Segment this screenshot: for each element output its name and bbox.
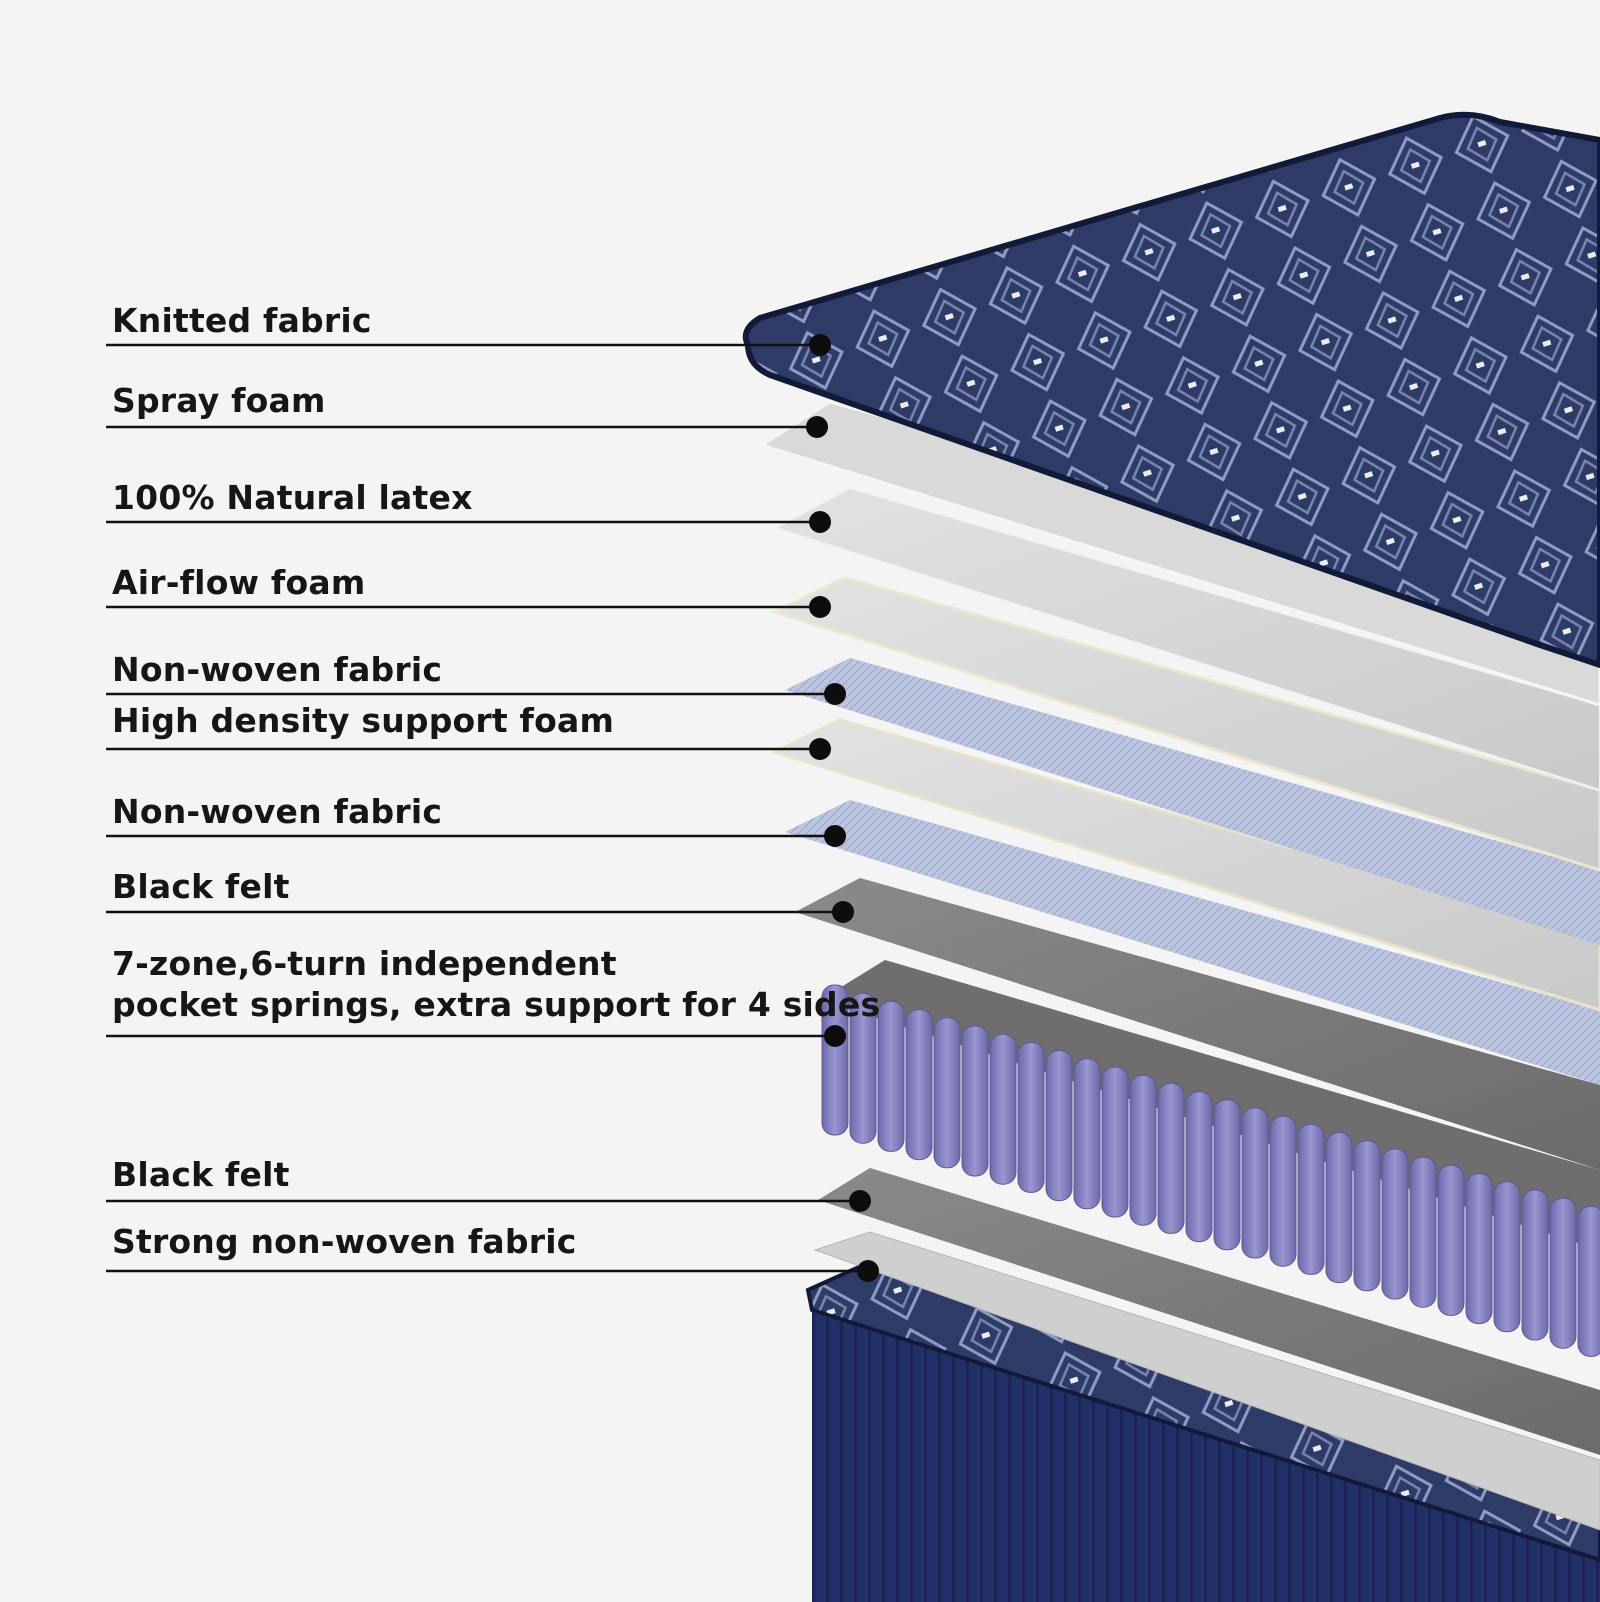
label-strong-non-woven: Strong non-woven fabric (112, 1222, 577, 1261)
label-non-woven-fabric-2: Non-woven fabric (112, 792, 443, 831)
spring-coil (1325, 1132, 1353, 1284)
black-felt-top-layer (795, 878, 1600, 1170)
spring-coil (1185, 1091, 1213, 1243)
non-woven-fabric-layer-1 (785, 658, 1600, 945)
leader-dot-strong-non-woven (857, 1260, 879, 1282)
black-felt-bottom-layer (818, 1168, 1600, 1455)
spray-foam-layer (758, 400, 1600, 707)
spring-coil (1437, 1164, 1465, 1316)
leader-dot-air-flow-foam (809, 596, 831, 618)
spring-coil (1521, 1189, 1549, 1341)
strong-non-woven-layer (813, 1231, 1600, 1531)
knitted-fabric-layer (742, 111, 1600, 669)
spring-coil (1101, 1066, 1129, 1218)
leader-dot-high-density-foam (809, 738, 831, 760)
spring-coil (1577, 1205, 1600, 1357)
spring-coil (1269, 1115, 1297, 1267)
label-spray-foam: Spray foam (112, 381, 326, 420)
leader-dot-pocket-springs (824, 1025, 846, 1047)
spring-coil (1157, 1082, 1185, 1234)
leader-dot-spray-foam (806, 416, 828, 438)
label-air-flow-foam: Air-flow foam (112, 563, 366, 602)
spring-coil (1017, 1041, 1045, 1193)
leader-dot-black-felt-2 (849, 1190, 871, 1212)
pocket-springs-block (820, 960, 1600, 1357)
leader-dot-natural-latex (809, 511, 831, 533)
spring-coil (1409, 1156, 1437, 1308)
label-non-woven-fabric-1: Non-woven fabric (112, 650, 443, 689)
spring-coil (933, 1017, 961, 1169)
spring-coil (877, 1000, 905, 1152)
spring-coil (1129, 1074, 1157, 1226)
spring-coil (1297, 1123, 1325, 1275)
spring-coil (961, 1025, 989, 1177)
spring-coil (1073, 1058, 1101, 1210)
label-black-felt-2: Black felt (112, 1155, 290, 1194)
spring-coil (1465, 1173, 1493, 1325)
high-density-foam-layer (770, 718, 1600, 1012)
leader-dot-non-woven-fabric-1 (824, 683, 846, 705)
leader-dot-black-felt-1 (832, 901, 854, 923)
spring-coil (1353, 1140, 1381, 1292)
label-high-density-foam: High density support foam (112, 701, 615, 740)
leader-dot-knitted-fabric (809, 334, 831, 356)
spring-coil (1213, 1099, 1241, 1251)
spring-coil (905, 1009, 933, 1161)
label-pocket-springs-line2: pocket springs, extra support for 4 side… (112, 985, 881, 1024)
spring-coil (1381, 1148, 1409, 1300)
spring-coil (1045, 1050, 1073, 1202)
spring-coil (1493, 1181, 1521, 1333)
non-woven-fabric-layer-2 (785, 800, 1600, 1085)
spring-coil (1549, 1197, 1577, 1349)
spring-coil (849, 992, 877, 1144)
spring-coil (821, 984, 849, 1136)
label-natural-latex: 100% Natural latex (112, 478, 473, 517)
label-knitted-fabric: Knitted fabric (112, 301, 372, 340)
spring-coil (989, 1033, 1017, 1185)
air-flow-foam-layer (770, 576, 1600, 872)
label-pocket-springs-line1: 7-zone,6-turn independent (112, 944, 617, 983)
label-black-felt-1: Black felt (112, 867, 290, 906)
natural-latex-layer (772, 486, 1600, 792)
leader-dot-non-woven-fabric-2 (824, 825, 846, 847)
spring-coil (1241, 1107, 1269, 1259)
